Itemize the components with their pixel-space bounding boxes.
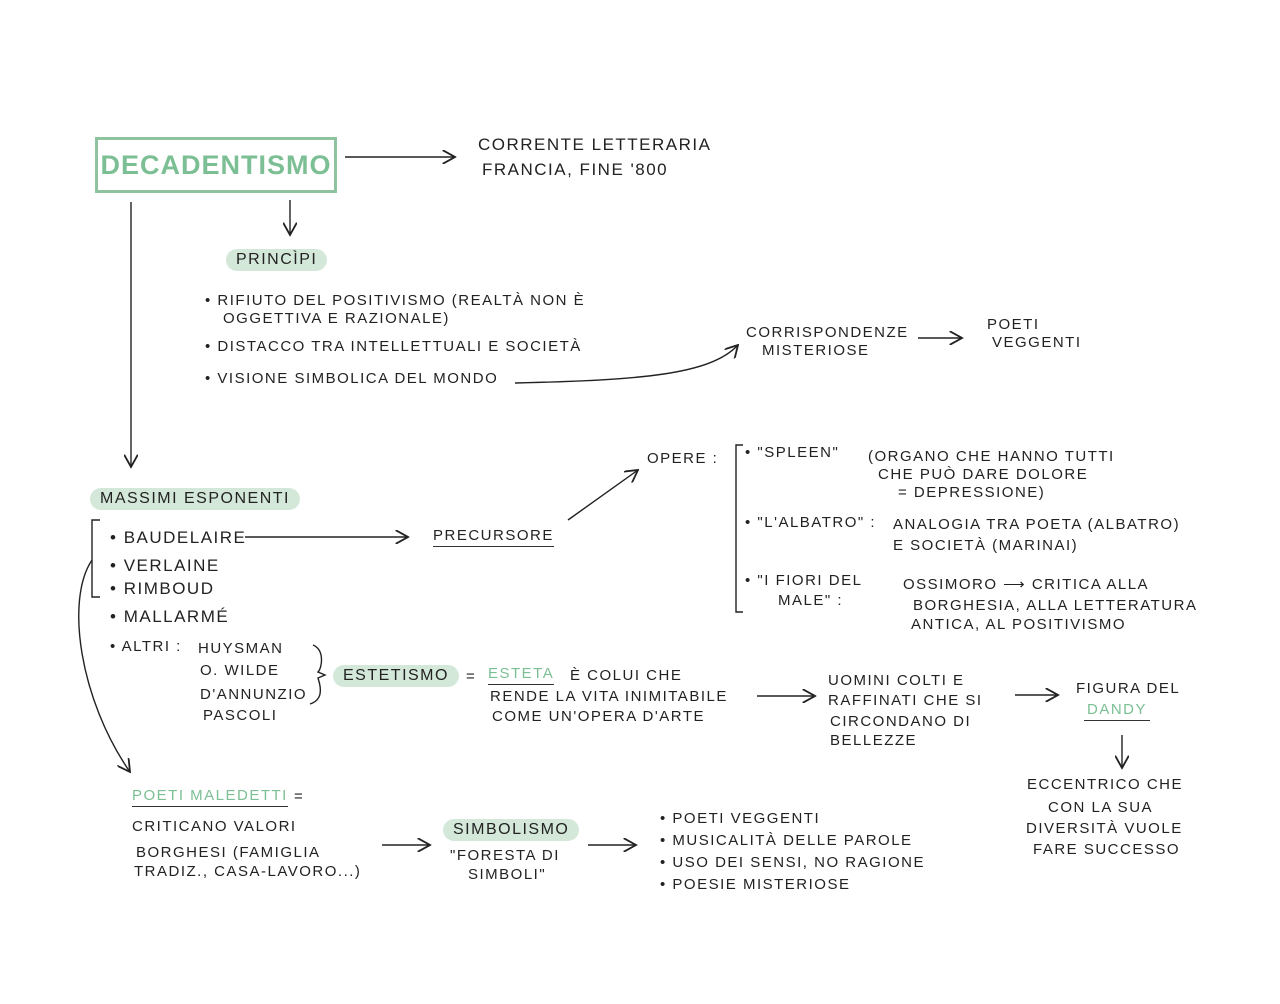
maledetti-desc: Criticano valori [132,818,297,835]
altro: Pascoli [203,707,278,724]
arrow-precursore-opere [567,470,638,521]
arrow-esponenti-maledetti [78,559,130,772]
estetismo-label: Estetismo [333,665,459,687]
opera-desc: e società (marinai) [893,537,1079,554]
equals: = [466,668,477,685]
poeti-veggenti: veggenti [992,334,1082,351]
esponente: • Rimboud [110,579,215,598]
poeti-maledetti: Poeti maledetti [132,785,288,807]
altri-brace [309,644,327,705]
opera-title: • "I fiori del [745,572,863,589]
uomini: Uomini colti e [828,672,965,689]
esponente: • Verlaine [110,556,220,575]
opera-desc: ossimoro ⟶ critica alla [903,576,1150,593]
opera-desc: antica, al positivismo [911,616,1126,633]
simbolismo-feature: • Poeti veggenti [660,810,821,827]
equals: = [294,788,305,805]
title: Decadentismo [100,149,332,180]
eccentrico: fare successo [1033,841,1181,858]
corrispondenze: misteriose [762,342,870,359]
figura: Figura del [1076,680,1181,697]
esponenti-label: Massimi esponenti [90,488,300,510]
esteta: Esteta [488,663,555,685]
corrispondenze: Corrispondenze [746,324,909,341]
altro: Huysman [198,640,284,657]
poeti-veggenti: Poeti [987,316,1040,333]
opera-title: • "Spleen" [745,444,840,461]
dandy: Dandy [1084,699,1151,721]
esponente: • Baudelaire [110,528,247,547]
principio-item: • Visione simbolica del mondo [205,370,499,387]
maledetti-desc: borghesi (famiglia [136,844,321,861]
opera-desc: (organo che hanno tutti [868,448,1115,465]
simbolismo-feature: • Musicalità delle parole [660,832,913,849]
title-box: Decadentismo [95,137,337,193]
opere-bracket [735,444,743,613]
principio-item: • Rifiuto del positivismo (realtà non è [205,292,586,309]
principi-label: Princìpi [226,249,328,271]
opera-desc: = depressione) [898,484,1046,501]
esteta-def: è colui che [570,667,683,684]
simbolismo-desc: "Foresta di [450,847,560,864]
opera-desc: borghesia, alla letteratura [913,597,1198,614]
opera-title: • "L'Albatro" : [745,514,877,531]
eccentrico: diversità vuole [1026,820,1183,837]
opera-desc: che può dare dolore [878,466,1089,483]
uomini: bellezze [830,732,918,749]
esponenti-bracket [91,519,100,598]
altro: D'Annunzio [200,686,308,703]
simbolismo-feature: • Poesie misteriose [660,876,851,893]
altri-label: • Altri : [110,638,182,655]
simbolismo-label: Simbolismo [443,819,580,841]
esponente: • Mallarmé [110,607,230,626]
altro: O. Wilde [200,662,280,679]
maledetti-desc: tradiz., casa-lavoro...) [134,863,362,880]
esteta-def: come un'opera d'arte [492,708,705,725]
precursore: Precursore [433,525,554,547]
definition-line: Corrente letteraria [478,135,712,154]
opere-label: Opere : [647,450,719,467]
simbolismo-desc: simboli" [468,866,547,883]
uomini: raffinati che si [828,692,983,709]
esteta-def: rende la vita inimitabile [490,688,728,705]
definition-line: Francia, fine '800 [482,160,669,179]
simbolismo-feature: • Uso dei sensi, no ragione [660,854,925,871]
arrow-visione-corrispondenze [514,345,738,384]
eccentrico: Eccentrico che [1027,776,1184,793]
eccentrico: con la sua [1048,799,1154,816]
opera-desc: analogia tra poeta (albatro) [893,516,1181,533]
principio-item-cont: oggettiva e razionale) [223,310,450,327]
opera-title: male" : [778,592,844,609]
principio-item: • Distacco tra intellettuali e società [205,338,582,355]
uomini: circondano di [830,713,972,730]
